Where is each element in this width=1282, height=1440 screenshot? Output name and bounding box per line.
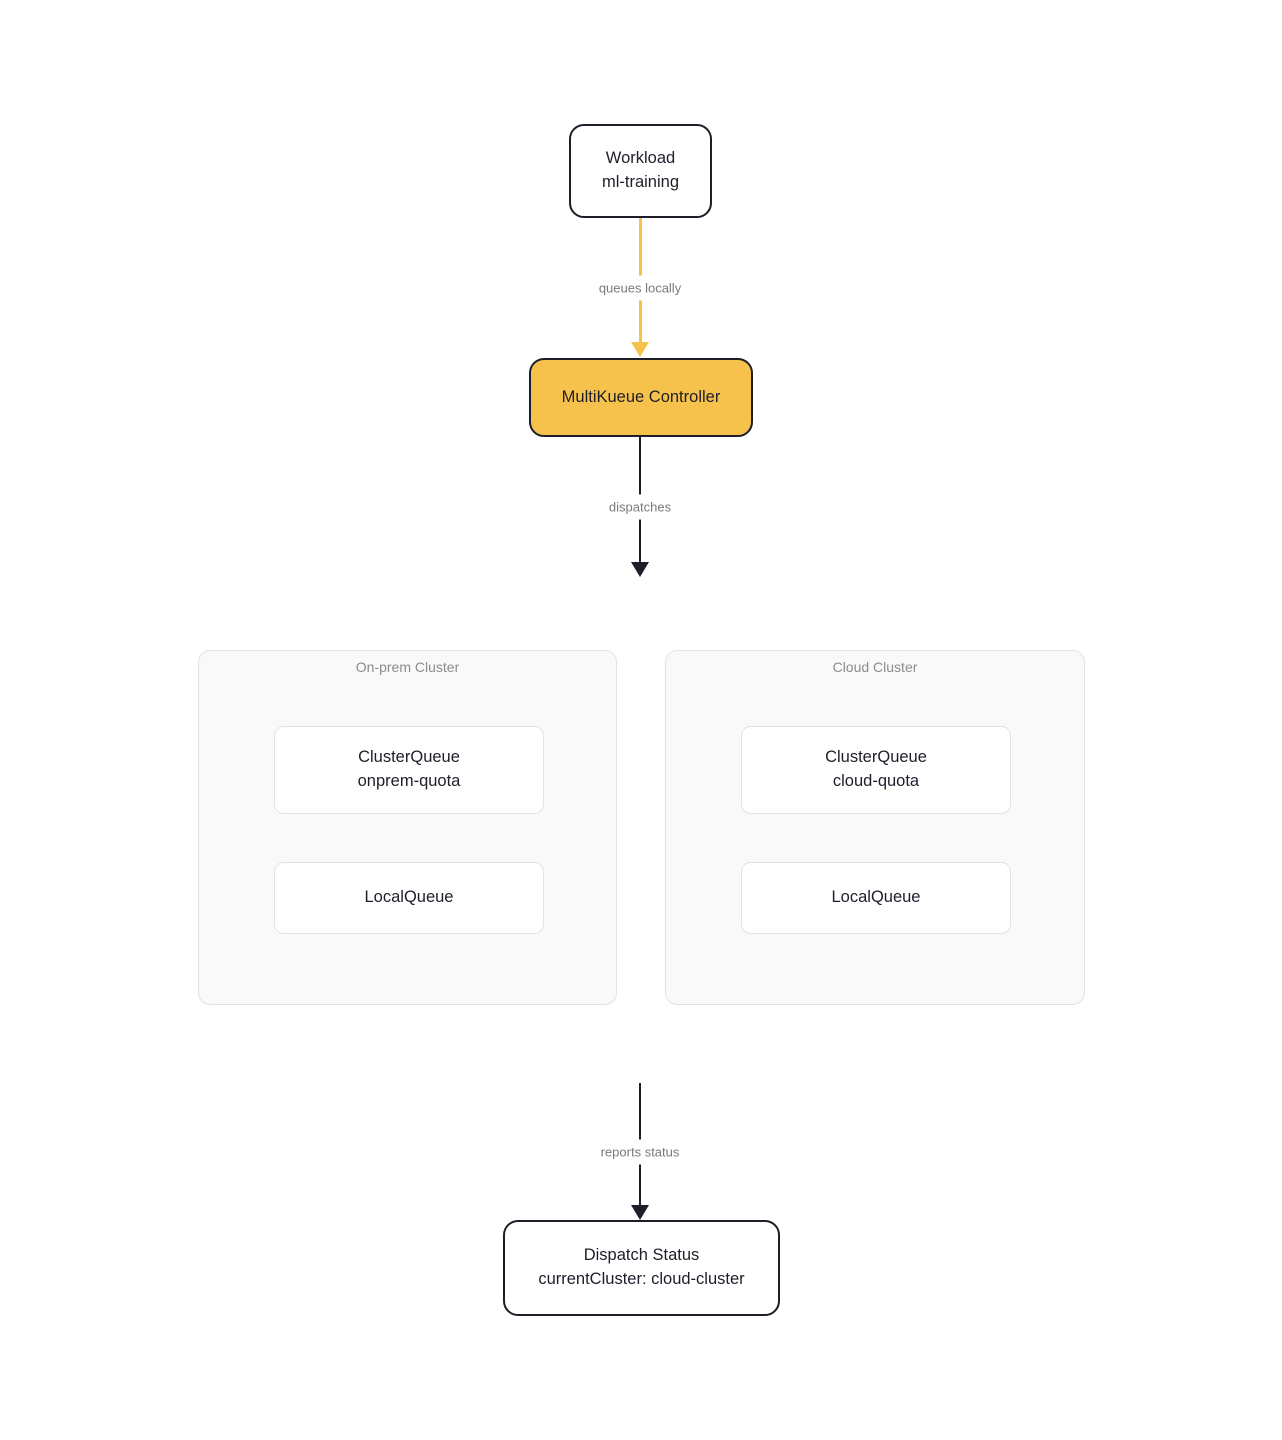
- arrowhead-down-icon: [631, 1205, 649, 1220]
- onprem-clusterqueue-node: ClusterQueue onprem-quota: [274, 726, 544, 814]
- arrowhead-down-icon: [631, 342, 649, 357]
- edge-label-reports-status: reports status: [591, 1139, 689, 1164]
- edge-label-queues-locally: queues locally: [589, 275, 691, 300]
- onprem-cluster-title: On-prem Cluster: [355, 659, 460, 675]
- edge-queues-locally: queues locally: [589, 218, 691, 357]
- dispatch-status-node: Dispatch Status currentCluster: cloud-cl…: [503, 1220, 780, 1316]
- clusterqueue-kind-label: ClusterQueue: [825, 748, 927, 767]
- edge-dispatches: dispatches: [599, 437, 681, 577]
- dispatch-status-current-cluster: currentCluster: cloud-cluster: [538, 1270, 745, 1288]
- onprem-cluster-container: On-prem Cluster ClusterQueue onprem-quot…: [198, 650, 617, 1005]
- cloud-clusterqueue-node: ClusterQueue cloud-quota: [741, 726, 1011, 814]
- workload-kind-label: Workload: [605, 149, 676, 168]
- cloud-localqueue-node: LocalQueue: [741, 862, 1011, 934]
- onprem-localqueue-node: LocalQueue: [274, 862, 544, 934]
- multikueue-controller-node: MultiKueue Controller: [529, 358, 753, 437]
- cloud-cluster-title: Cloud Cluster: [832, 659, 918, 675]
- multikueue-controller-label: MultiKueue Controller: [561, 387, 721, 406]
- clusterqueue-name-label: onprem-quota: [357, 772, 461, 790]
- cloud-cluster-container: Cloud Cluster ClusterQueue cloud-quota L…: [665, 650, 1085, 1005]
- edge-reports-status: reports status: [591, 1083, 689, 1220]
- localqueue-label: LocalQueue: [364, 888, 454, 907]
- workload-name-label: ml-training: [601, 173, 680, 191]
- clusterqueue-name-label: cloud-quota: [832, 772, 920, 790]
- dispatch-status-title: Dispatch Status: [583, 1246, 700, 1265]
- localqueue-label: LocalQueue: [831, 888, 921, 907]
- edge-label-dispatches: dispatches: [599, 494, 681, 520]
- workload-node: Workload ml-training: [569, 124, 712, 218]
- clusterqueue-kind-label: ClusterQueue: [358, 748, 460, 767]
- arrowhead-down-icon: [631, 562, 649, 577]
